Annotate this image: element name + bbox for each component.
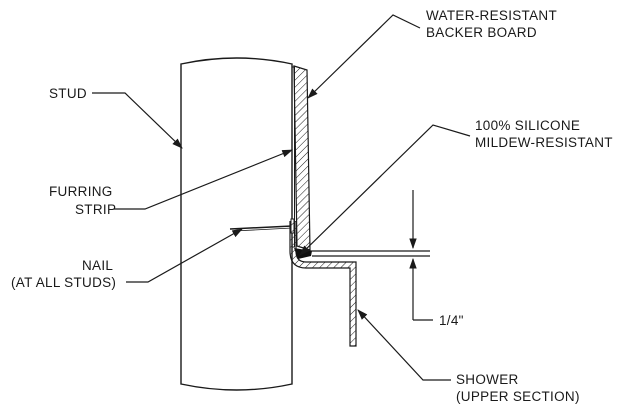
stud-label: STUD [49, 86, 87, 101]
nail-label-line1: NAIL [82, 258, 113, 273]
furring-strip-label-line1: FURRING [49, 184, 113, 199]
dimension-label: 1/4" [439, 313, 464, 328]
stud [180, 57, 293, 391]
furring-leader [114, 149, 294, 210]
backer-board [293, 65, 311, 251]
shower-label-line1: SHOWER [456, 372, 519, 387]
backer-board-label-line1: WATER-RESISTANT [426, 8, 557, 23]
nail-leader [126, 228, 243, 283]
shower-leader [357, 309, 451, 381]
silicone-label-line1: 100% SILICONE [475, 118, 580, 133]
shower-label-line2: (UPPER SECTION) [456, 389, 580, 404]
backer-board-label-line2: BACKER BOARD [426, 25, 537, 40]
stud-leader [92, 92, 183, 149]
backer-board-leader [307, 14, 421, 99]
silicone-leader [299, 124, 471, 256]
furring-strip-label-line2: STRIP [75, 202, 116, 217]
silicone-label-line2: MILDEW-RESISTANT [475, 135, 613, 150]
quarter-inch-dimension [409, 190, 433, 321]
shower-flange [289, 221, 430, 347]
nail-label-line2: (AT ALL STUDS) [11, 275, 116, 290]
